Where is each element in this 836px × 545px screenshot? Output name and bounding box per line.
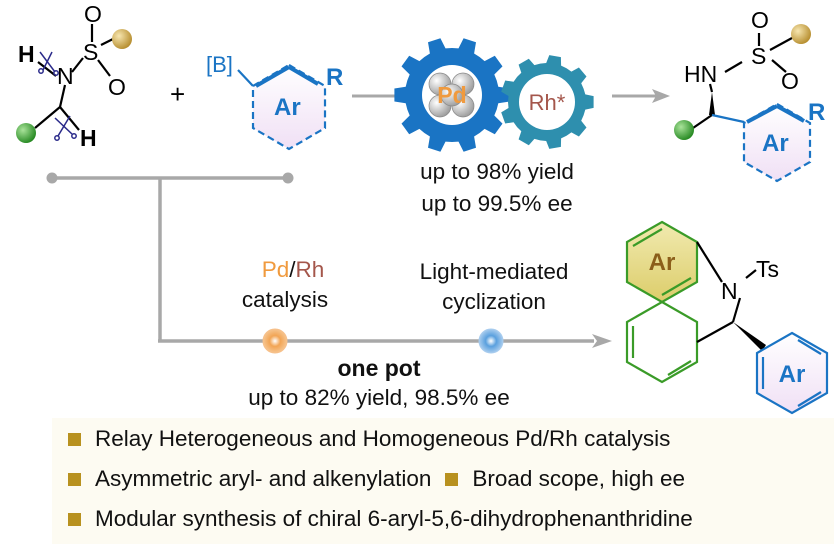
atom-o: O	[781, 68, 799, 94]
ring-label-ar: Ar	[762, 130, 789, 157]
highlight-text: Asymmetric aryl- and alkenylation	[95, 466, 432, 491]
pd-rh-catalysis-label: Pd/Rh	[262, 257, 325, 282]
plus-sign: +	[170, 79, 185, 109]
step-marker-icon	[262, 328, 288, 354]
atom-n: N	[721, 278, 738, 304]
sulfonamide-reactant: H N S O O H	[16, 1, 132, 151]
ts-label: Ts	[756, 256, 779, 282]
yield-text: up to 98% yield	[420, 159, 574, 184]
rh-text: Rh	[296, 257, 325, 282]
highlight-text: Modular synthesis of chiral 6-aryl-5,6-d…	[95, 506, 693, 531]
gold-sphere-icon	[791, 24, 811, 44]
pathway-connector	[46, 172, 612, 354]
pd-label: Pd	[437, 82, 466, 108]
atom-o: O	[84, 1, 102, 27]
bullet-square-icon	[68, 472, 81, 486]
chiral-product: O S O HN Ar R	[674, 7, 825, 183]
scissors-icon	[38, 51, 59, 76]
atom-h: H	[80, 125, 97, 151]
dihydrophenanthridine-product: Ar N Ts Ar	[625, 220, 829, 415]
ee-text: up to 99.5% ee	[421, 191, 572, 216]
atom-o: O	[751, 7, 769, 33]
r-group-label: R	[808, 99, 825, 126]
scissors-icon	[54, 115, 77, 141]
rh-label: Rh*	[529, 90, 566, 115]
atom-h: H	[18, 41, 35, 67]
step-marker-icon	[478, 328, 504, 354]
gold-sphere-icon	[112, 29, 132, 49]
atom-o: O	[108, 74, 126, 100]
atom-n: N	[57, 63, 74, 89]
highlight-text: Relay Heterogeneous and Homogeneous Pd/R…	[95, 426, 671, 451]
atom-hn: HN	[684, 61, 717, 87]
slash-text: /	[289, 257, 296, 282]
highlight-row: Modular synthesis of chiral 6-aryl-5,6-d…	[68, 506, 693, 532]
green-sphere-icon	[16, 123, 36, 143]
highlight-row: Relay Heterogeneous and Homogeneous Pd/R…	[68, 426, 670, 452]
aryl-boron-reagent: [B] Ar R	[206, 52, 343, 151]
light-mediated-text: Light-mediated	[420, 259, 569, 284]
highlight-row: Asymmetric aryl- and alkenylation Broad …	[68, 466, 685, 492]
bullet-square-icon	[68, 512, 81, 526]
highlight-text: Broad scope, high ee	[472, 466, 686, 491]
one-pot-results-text: up to 82% yield, 98.5% ee	[248, 385, 509, 410]
catalysis-text: catalysis	[242, 287, 328, 312]
one-pot-text: one pot	[337, 355, 420, 381]
r-group-label: R	[326, 64, 343, 91]
atom-s: S	[83, 39, 98, 65]
green-sphere-icon	[674, 120, 694, 140]
ring-label-ar: Ar	[649, 249, 676, 276]
ring-label-ar: Ar	[779, 361, 806, 388]
highlights-panel	[52, 418, 834, 544]
ring-label-ar: Ar	[274, 94, 301, 121]
bullet-square-icon	[68, 432, 81, 446]
rh-gear-icon: Rh*	[501, 55, 594, 149]
cyclization-text: cyclization	[442, 289, 546, 314]
boron-label: [B]	[206, 52, 233, 77]
pd-text: Pd	[262, 257, 290, 282]
pd-gear-icon: Pd	[394, 38, 510, 152]
bullet-square-icon	[445, 472, 459, 486]
atom-s: S	[751, 43, 766, 69]
